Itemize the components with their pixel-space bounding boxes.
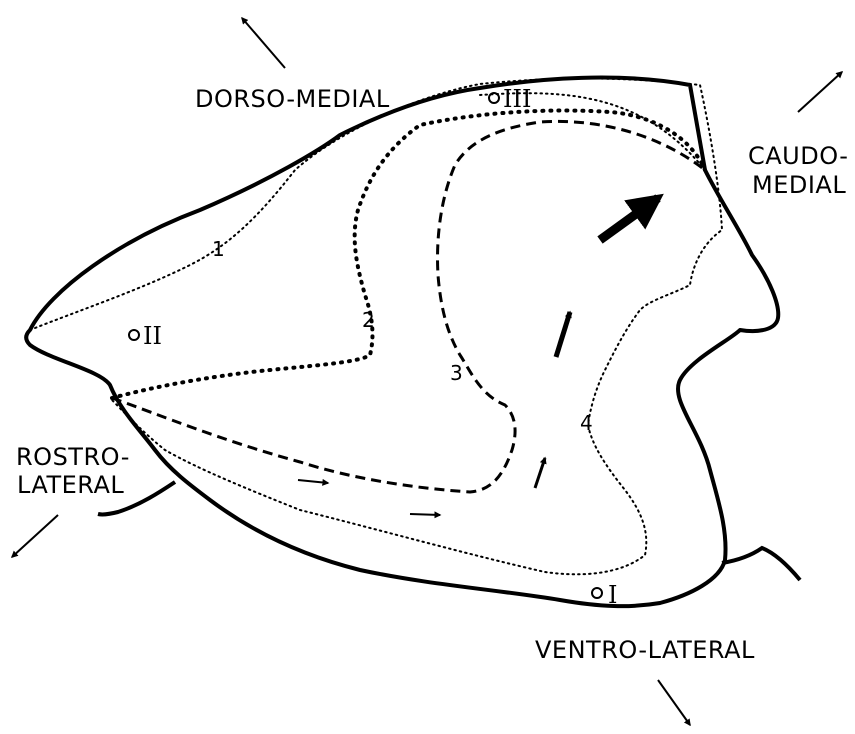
label-caudo-medial-2: MEDIAL [752, 171, 846, 199]
site-label-III: III [503, 85, 531, 113]
flow-arrow-5 [600, 198, 658, 240]
arrow-caudo-medial [798, 72, 842, 112]
label-caudo-medial-1: CAUDO- [748, 142, 848, 170]
site-marker-I [592, 588, 602, 598]
ventral-branch [722, 548, 800, 580]
flow-arrow-4 [556, 312, 570, 357]
site-marker-III [489, 93, 499, 103]
label-rostro-lateral-1: ROSTRO- [16, 443, 130, 471]
flow-arrow-3 [535, 458, 545, 488]
outer-boundary [26, 78, 778, 607]
contour-label-3: 3 [450, 361, 463, 385]
flow-arrow-1 [298, 480, 328, 483]
flow-arrow-2 [410, 514, 440, 515]
site-marker-II [129, 330, 139, 340]
site-label-I: I [608, 581, 617, 609]
label-rostro-lateral-2: LATERAL [17, 471, 124, 499]
arrow-dorso-medial [242, 18, 285, 68]
contour-2 [112, 111, 705, 398]
arrow-rostro-lateral [12, 515, 58, 557]
contour-label-1: 1 [212, 237, 225, 261]
site-label-II: II [143, 322, 162, 350]
contour-label-4: 4 [580, 411, 593, 435]
contour-3 [112, 121, 705, 492]
contour-1 [30, 78, 722, 574]
arrow-ventro-lateral [658, 680, 690, 725]
label-ventro-lateral: VENTRO-LATERAL [535, 636, 755, 664]
contour-label-2: 2 [362, 308, 375, 332]
label-dorso-medial: DORSO-MEDIAL [195, 85, 390, 113]
